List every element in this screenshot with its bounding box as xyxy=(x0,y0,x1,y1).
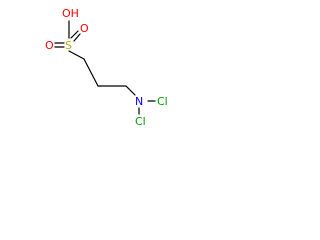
bond-s-o-top-1 xyxy=(70,30,79,39)
bond-c3-n xyxy=(125,85,136,96)
hydroxyl-label: OH xyxy=(62,7,79,20)
chlorine-right-label: Cl xyxy=(157,95,168,108)
oxygen-top-label: O xyxy=(80,22,89,35)
oxygen-left-label: O xyxy=(45,39,54,52)
chlorine-bottom-label: Cl xyxy=(135,115,146,128)
nitrogen-label: N xyxy=(135,95,143,108)
structure-diagram: OH S O O N Cl Cl xyxy=(0,0,183,131)
molecule-drawing: OH S O O N Cl Cl xyxy=(45,7,168,128)
sulfur-label: S xyxy=(65,39,72,52)
bond-s-c1 xyxy=(68,50,85,60)
bond-s-o-top-2 xyxy=(73,33,81,42)
bond-c1-c2 xyxy=(83,58,99,87)
